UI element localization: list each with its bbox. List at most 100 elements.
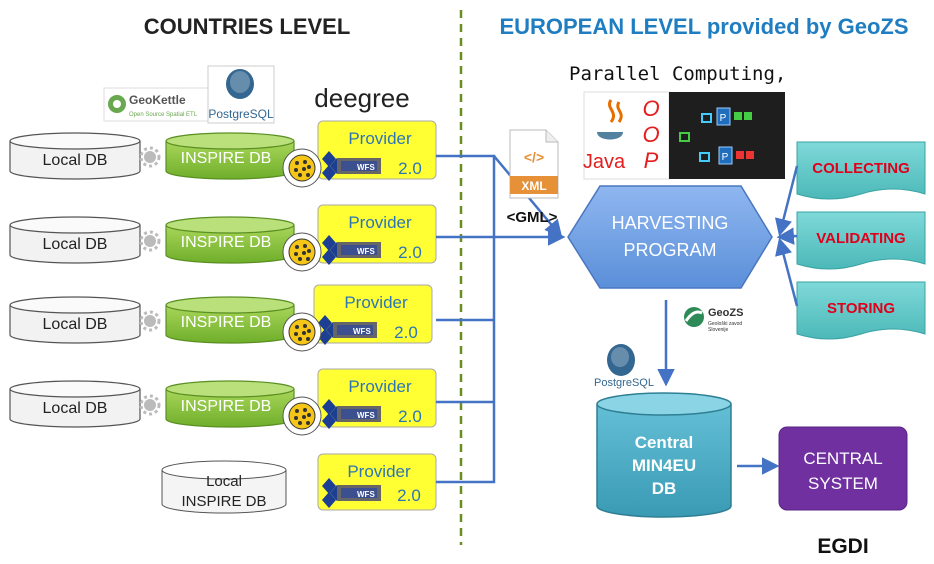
central-db-line2: MIN4EU (632, 456, 696, 475)
geozs-label: GeoZS (708, 307, 743, 319)
oop-o1: O (642, 96, 659, 121)
harvesting-hexagon (567, 185, 773, 289)
provider-label: Provider (344, 293, 408, 312)
central-db-line1: Central (635, 433, 694, 452)
gear-icon (139, 230, 161, 252)
parallel-label: Parallel Computing, (569, 63, 786, 85)
geozs-sub1: Geološki zavod (708, 321, 742, 327)
deegree-logo: deegree (314, 83, 409, 113)
gml-label: <GML> (507, 209, 558, 226)
harvesting-line1: HARVESTING (612, 213, 729, 233)
provider-label: Provider (348, 213, 412, 232)
local-db-cylinder (9, 296, 141, 314)
provider-label: Provider (348, 129, 412, 148)
egdi-label: EGDI (817, 535, 868, 558)
xml-label: XML (521, 179, 546, 193)
code-blackboard (669, 92, 785, 179)
wfs-label-5: WFS (357, 490, 375, 499)
central-system-line1: CENTRAL (803, 449, 882, 468)
process-banners: COLLECTING VALIDATING STORING (774, 141, 926, 340)
banner-shape (796, 141, 926, 200)
local-db-label: Local DB (43, 316, 108, 333)
gear-icon (139, 394, 161, 416)
inspire-db-cylinder (165, 380, 295, 398)
geokettle-label: GeoKettle (129, 93, 186, 107)
provider-label-5: Provider (347, 462, 411, 481)
xml-file-icon: </> XML <GML> (507, 129, 559, 226)
geozs-sub2: Slovenije (708, 327, 729, 333)
inspire-db-label: INSPIRE DB (181, 314, 272, 331)
inspire-seal-icon (282, 312, 322, 352)
xml-glyph: </> (524, 149, 544, 165)
inspire-db-label: INSPIRE DB (181, 398, 272, 415)
wfs-version: 2.0 (398, 243, 422, 262)
geokettle-logo: GeoKettle Open Source Spatial ETL (103, 87, 211, 122)
local-db-label: Local DB (43, 236, 108, 253)
wfs-version-5: 2.0 (397, 486, 421, 505)
banner-label: STORING (827, 300, 895, 317)
wfs-version: 2.0 (394, 323, 418, 342)
inspire-db-label: INSPIRE DB (181, 150, 272, 167)
banner-shape (796, 281, 926, 340)
inspire-seal-icon (282, 148, 322, 188)
provider-label: Provider (348, 377, 412, 396)
european-level-header: EUROPEAN LEVEL provided by GeoZS (499, 14, 908, 39)
central-db: Central MIN4EU DB (596, 392, 732, 518)
wfs-version: 2.0 (398, 407, 422, 426)
inspire-seal-icon (282, 232, 322, 272)
wfs-label: WFS (357, 247, 375, 256)
geokettle-sub: Open Source Spatial ETL (129, 112, 198, 118)
arrow-to-harvest (775, 237, 799, 307)
local-db-cylinder (9, 132, 141, 150)
last-row: Local INSPIRE DB Provider WFS 2.0 (161, 453, 437, 514)
arrow-to-harvest (774, 165, 799, 237)
process-banner: VALIDATING (776, 211, 926, 270)
gear-icon (139, 310, 161, 332)
local-db-cylinder (9, 380, 141, 398)
p-glyph-1: P (720, 113, 727, 124)
process-banner: COLLECTING (774, 141, 926, 237)
geozs-logo: GeoZS Geološki zavod Slovenije (684, 307, 743, 333)
central-system: CENTRAL SYSTEM (778, 426, 908, 511)
banner-label: COLLECTING (812, 160, 910, 177)
postgresql-logo-bottom: PostgreSQL (594, 344, 654, 389)
central-system-box (778, 426, 908, 511)
oop-o2: O (642, 122, 659, 147)
inspire-seal-icon (282, 396, 322, 436)
banner-shape (796, 211, 926, 270)
postgresql-top-label: PostgreSQL (208, 107, 274, 121)
oop-p: P (644, 148, 659, 173)
central-db-line3: DB (652, 479, 677, 498)
process-banner: STORING (775, 237, 926, 340)
local-db-label: Local DB (43, 400, 108, 417)
parallel-computing-image: Parallel Computing, Java O O P P P (563, 54, 788, 180)
wfs-label: WFS (357, 163, 375, 172)
wfs-version: 2.0 (398, 159, 422, 178)
harvesting-line2: PROGRAM (623, 240, 716, 260)
harvesting-program: HARVESTING PROGRAM (567, 185, 773, 289)
postgresql-logo-top: PostgreSQL (207, 65, 275, 124)
local-inspire-line2: INSPIRE DB (181, 493, 266, 510)
p-glyph-2: P (722, 152, 729, 163)
wfs-label: WFS (353, 327, 371, 336)
local-inspire-line1: Local (206, 473, 242, 490)
local-db-label: Local DB (43, 152, 108, 169)
banner-label: VALIDATING (816, 230, 905, 247)
gear-icon (139, 146, 161, 168)
inspire-db-cylinder (165, 216, 295, 234)
connectors (436, 154, 566, 484)
arrow-to-harvest (776, 227, 798, 245)
java-label: Java (583, 151, 626, 173)
inspire-db-cylinder (165, 132, 295, 150)
inspire-db-cylinder (165, 296, 295, 314)
wfs-label: WFS (357, 411, 375, 420)
central-system-line2: SYSTEM (808, 474, 878, 493)
countries-level-header: COUNTRIES LEVEL (144, 14, 351, 39)
